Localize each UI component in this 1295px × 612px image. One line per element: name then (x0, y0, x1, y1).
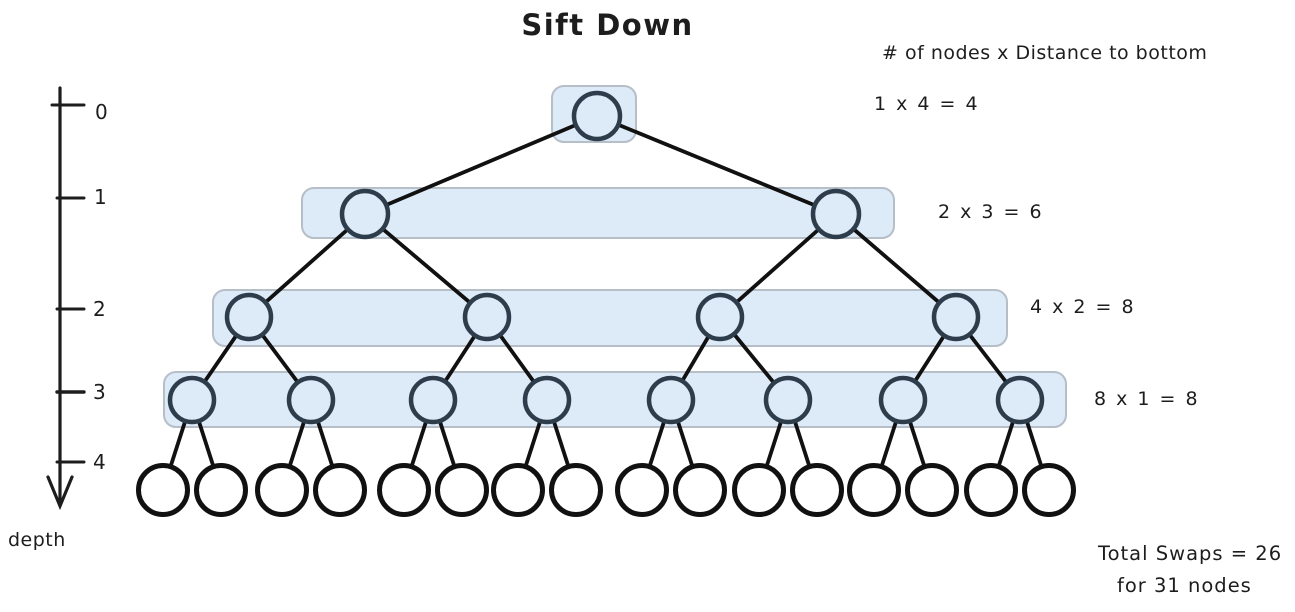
tree-node-depth-4 (491, 463, 545, 517)
tree-node-depth-4 (1022, 463, 1076, 517)
tree-node-depth-4 (194, 463, 248, 517)
tree-node-depth-4 (435, 463, 489, 517)
tree-node-depth-3 (878, 375, 928, 425)
highlight-box-depth-3 (163, 371, 1067, 428)
tree-node-depth-0 (571, 90, 623, 142)
tree-node-depth-4 (673, 463, 727, 517)
level-formula-2: 4 x 2 = 8 (1030, 296, 1136, 318)
level-formula-1: 2 x 3 = 6 (938, 201, 1044, 223)
tree-node-depth-1 (339, 188, 391, 240)
page-title: Sift Down (521, 8, 694, 42)
annotation-header: # of nodes x Distance to bottom (882, 42, 1208, 64)
tree-node-depth-3 (522, 375, 572, 425)
axis-tick-label-3: 3 (93, 380, 107, 404)
tree-edge (247, 212, 367, 319)
tree-edge (595, 114, 838, 216)
tree-node-depth-4 (136, 463, 190, 517)
tree-node-depth-2 (462, 292, 512, 342)
axis-label: depth (8, 529, 66, 551)
axis-tick-label-2: 2 (93, 297, 107, 321)
tree-node-depth-3 (167, 375, 217, 425)
axis-tick-label-1: 1 (94, 185, 108, 209)
tree-node-depth-3 (646, 375, 696, 425)
tree-node-depth-4 (377, 463, 431, 517)
tree-node-depth-4 (313, 463, 367, 517)
depth-axis (46, 86, 86, 511)
tree-node-depth-2 (695, 292, 745, 342)
tree-node-depth-4 (964, 463, 1018, 517)
tree-edge (363, 212, 489, 319)
tree-node-depth-4 (615, 463, 669, 517)
axis-tick-label-0: 0 (95, 100, 109, 124)
tree-node-depth-2 (931, 292, 981, 342)
tree-edge (834, 212, 958, 319)
tree-node-depth-3 (995, 375, 1045, 425)
tree-edge (363, 114, 599, 216)
highlight-box-depth-2 (212, 289, 1008, 347)
tree-node-depth-3 (286, 375, 336, 425)
tree-node-depth-3 (763, 375, 813, 425)
total-swaps: Total Swaps = 26 (1098, 542, 1283, 565)
tree-node-depth-4 (549, 463, 603, 517)
axis-arrowhead-icon (46, 475, 74, 511)
axis-tick-label-4: 4 (93, 450, 107, 474)
tree-node-depth-4 (732, 463, 786, 517)
tree-node-depth-4 (255, 463, 309, 517)
tree-node-depth-3 (408, 375, 458, 425)
tree-node-depth-2 (224, 292, 274, 342)
total-nodes: for 31 nodes (1117, 574, 1252, 597)
tree-node-depth-4 (905, 463, 959, 517)
tree-edge (718, 212, 838, 319)
level-formula-0: 1 x 4 = 4 (874, 93, 980, 115)
level-formula-3: 8 x 1 = 8 (1094, 388, 1200, 410)
highlight-box-depth-1 (301, 187, 895, 239)
tree-node-depth-4 (790, 463, 844, 517)
tree-node-depth-1 (810, 188, 862, 240)
tree-node-depth-4 (847, 463, 901, 517)
